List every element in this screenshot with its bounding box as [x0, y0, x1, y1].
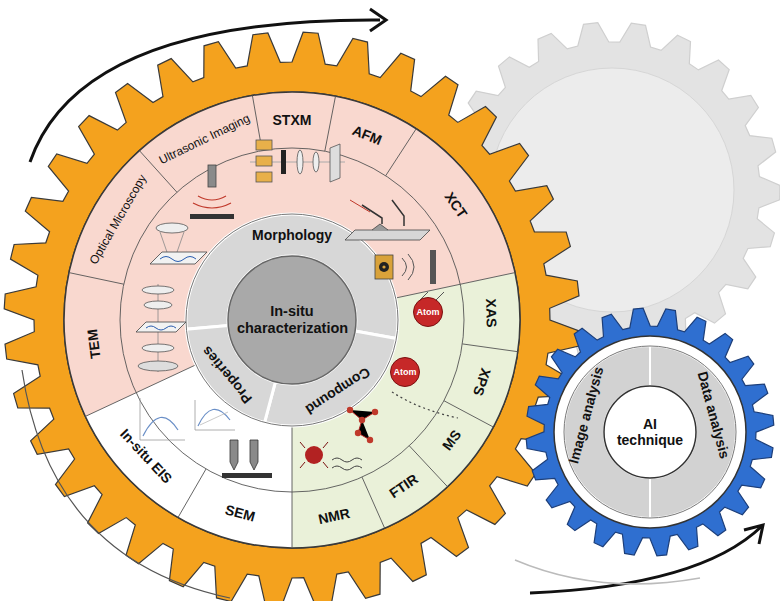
- divider-line: [292, 426, 293, 548]
- divider-line: [178, 469, 206, 518]
- arrow-head: [370, 9, 386, 31]
- eis-plot-icon: [140, 398, 235, 440]
- node-text: Morphology: [252, 227, 332, 243]
- motion-arc: [515, 560, 700, 584]
- divider-line: [362, 477, 385, 528]
- atom-circle: Atom: [413, 297, 443, 327]
- molecule-icon: [347, 407, 378, 443]
- node-text: In-situ characterization: [237, 303, 347, 336]
- divider-line: [396, 273, 515, 298]
- center-circle-node: In-situ characterization: [228, 256, 356, 384]
- inner-ring-border: [186, 214, 398, 426]
- divider-line: [85, 365, 195, 417]
- category-sector: Morphology: [252, 227, 332, 243]
- arrow-head: [744, 525, 763, 544]
- node-text: Atom: [417, 307, 440, 317]
- ai-gear-teeth: [526, 308, 774, 556]
- divider-line: [444, 401, 493, 427]
- ai-center-circle: [604, 386, 696, 478]
- main-gear: [4, 32, 580, 601]
- main-gear-rim: [64, 92, 520, 548]
- technique-label: TEM: [83, 329, 103, 360]
- atom-circle: Atom: [390, 357, 420, 387]
- technique-label: STXM: [273, 112, 312, 128]
- stxm-icon: [250, 140, 345, 182]
- xct-icon: [375, 250, 436, 284]
- afm-icon: [345, 200, 430, 240]
- sem-probe-icon: [222, 440, 272, 478]
- bond-vibration-icon: [300, 442, 362, 470]
- ai-gear-face: [554, 336, 746, 528]
- divider-line: [462, 344, 518, 352]
- divider-line: [386, 129, 417, 176]
- optical-microscope-icon: [150, 223, 207, 264]
- spectrum-icon: [392, 292, 458, 418]
- node-text: AI technique: [610, 416, 689, 448]
- ultrasonic-icon: [190, 165, 234, 219]
- ai-center-node: AI technique: [604, 386, 696, 478]
- divider-line: [325, 96, 336, 151]
- technique-label: XAS: [483, 298, 500, 327]
- node-text: Atom: [394, 367, 417, 377]
- rotation-arrow: [530, 526, 762, 593]
- ai-gear: [526, 308, 774, 556]
- main-gear-face: [64, 92, 520, 548]
- divider-line: [69, 273, 124, 285]
- motion-arc: [22, 370, 230, 598]
- tem-icon: [136, 284, 186, 372]
- ai-ring-border: [564, 346, 736, 518]
- center-circle: [228, 256, 356, 384]
